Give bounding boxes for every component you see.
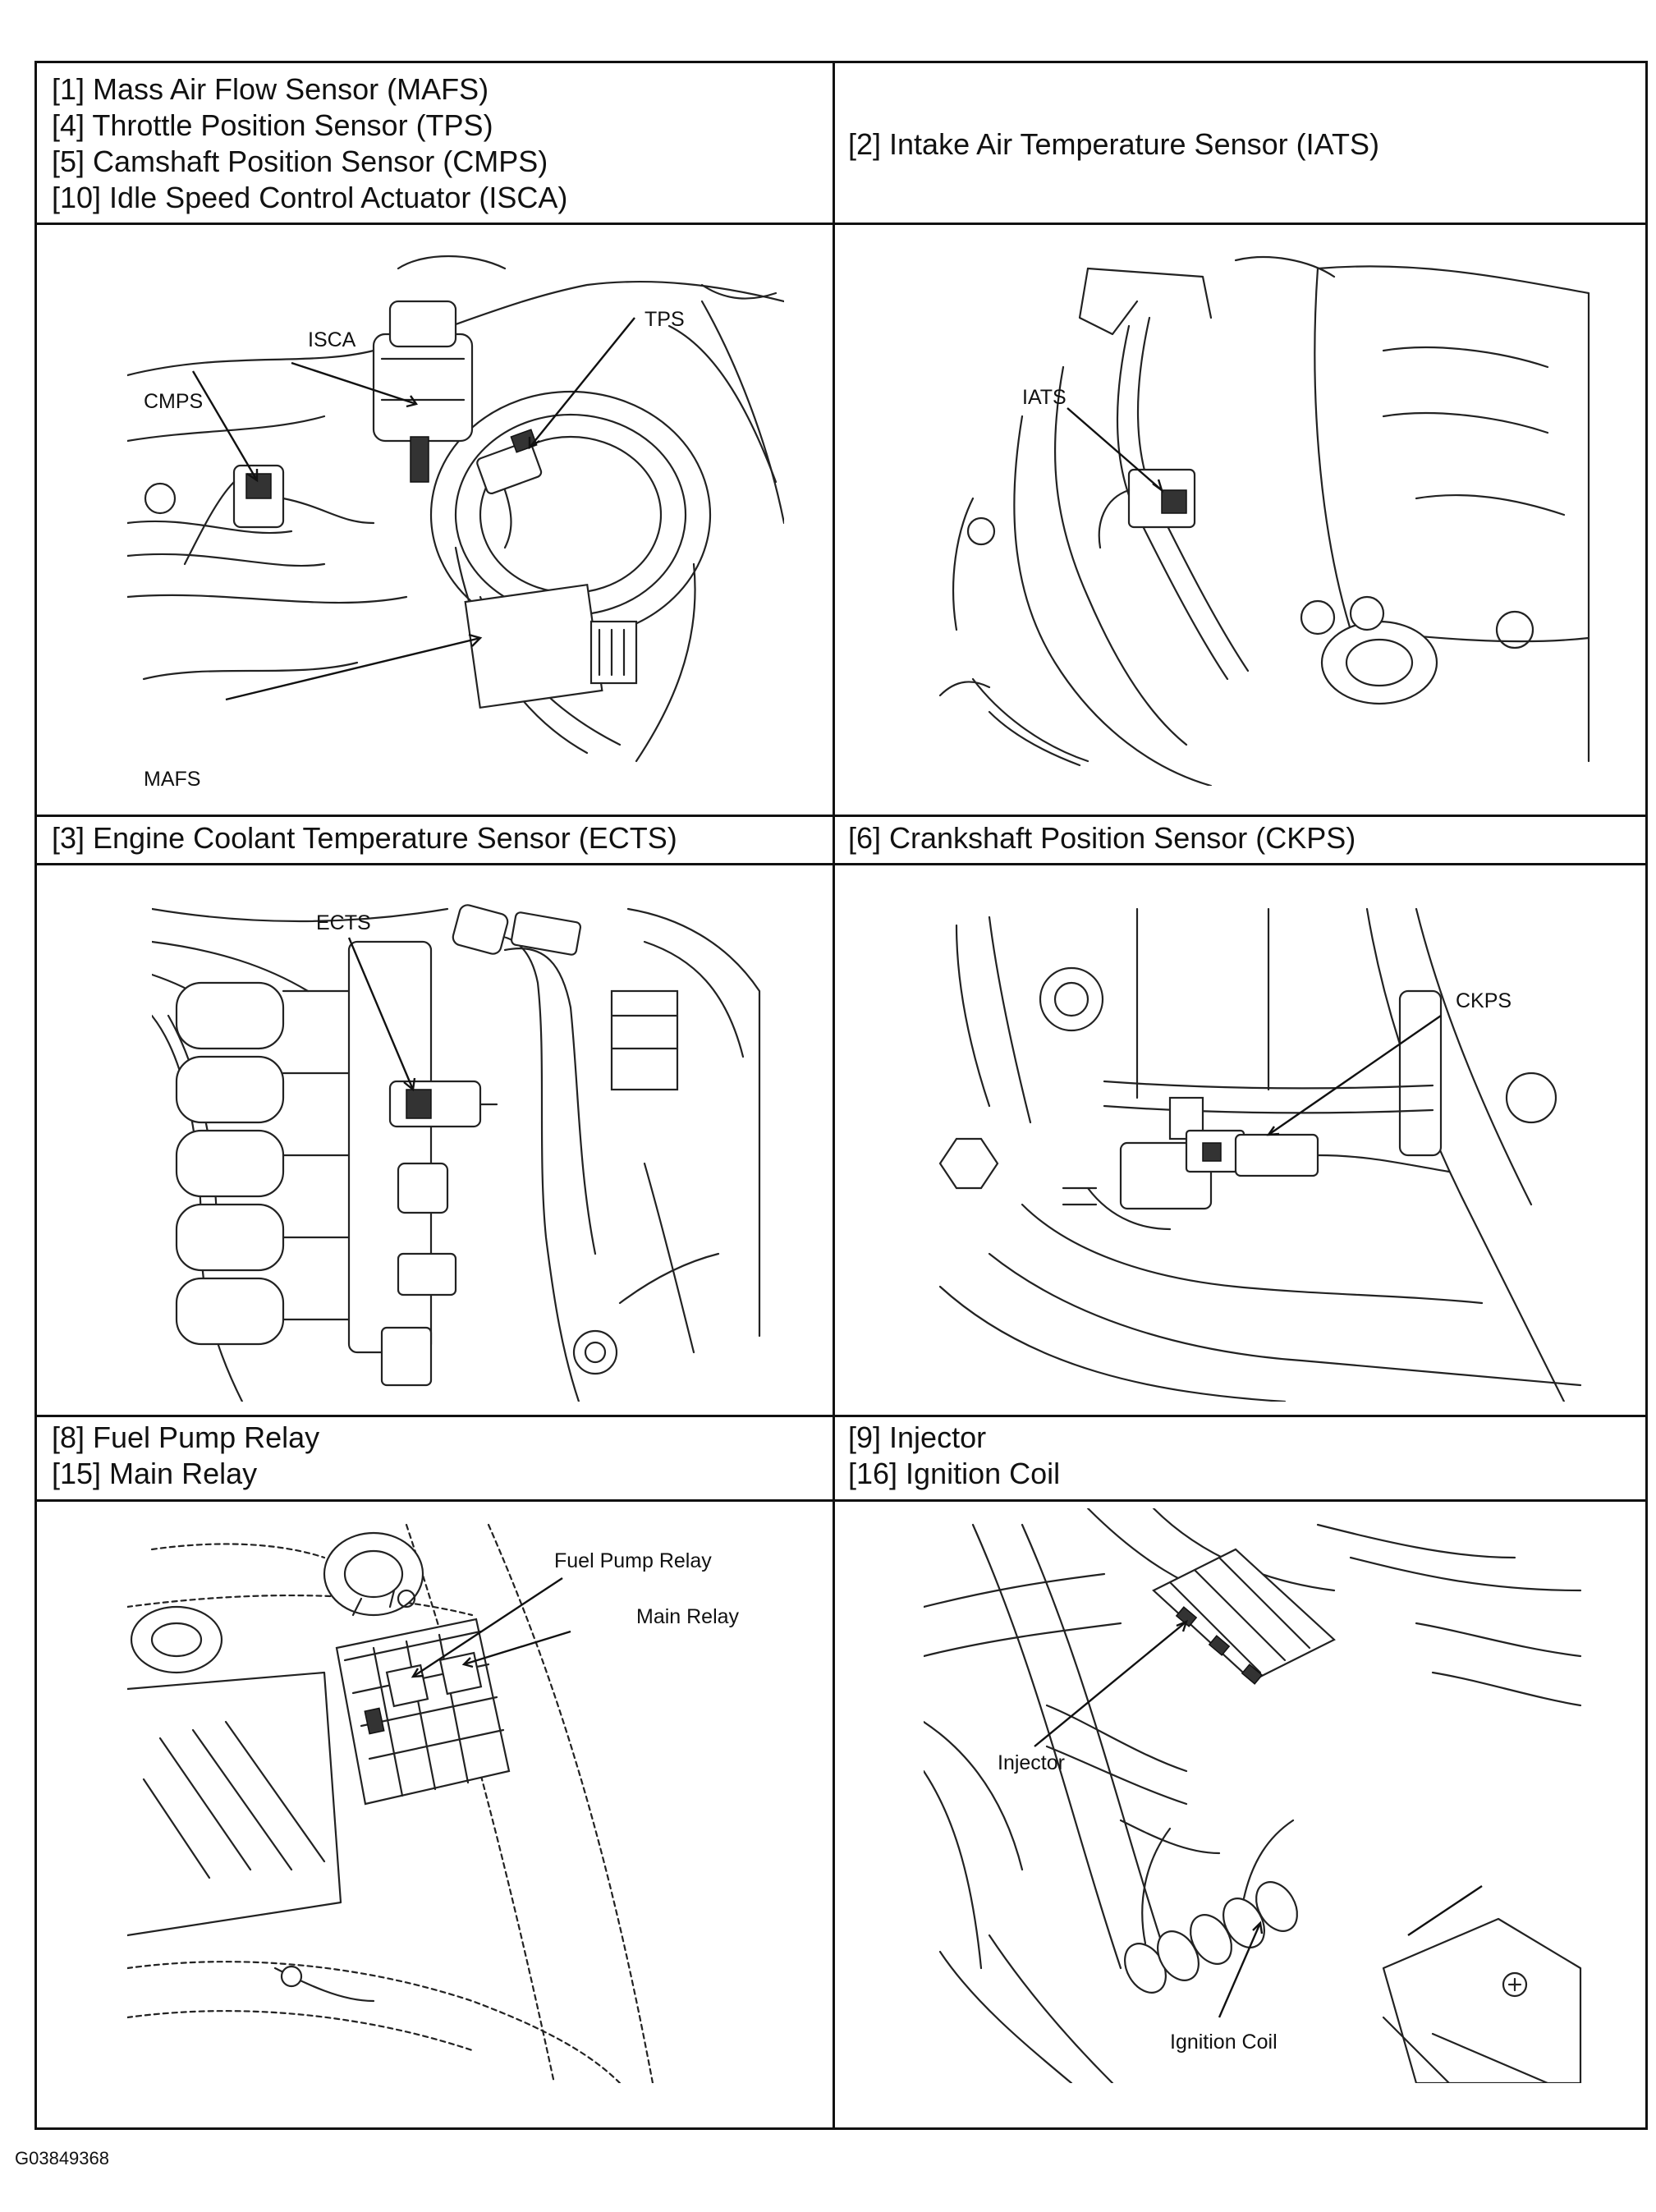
label-iats: IATS (1022, 386, 1067, 409)
figure-relay-box: Fuel Pump Relay Main Relay (127, 1508, 784, 2083)
caption-line: [3] Engine Coolant Temperature Sensor (E… (52, 821, 677, 855)
caption-line: [6] Crankshaft Position Sensor (CKPS) (848, 821, 1356, 855)
figure-ects: ECTS (152, 893, 792, 1402)
column-divider (833, 63, 835, 2127)
caption-cell-6: [9] Injector [16] Ignition Coil (848, 1420, 1060, 1492)
label-ckps: CKPS (1456, 989, 1512, 1012)
row-divider (37, 223, 1645, 225)
caption-line: [1] Mass Air Flow Sensor (MAFS) (52, 72, 489, 106)
caption-line: [5] Camshaft Position Sensor (CMPS) (52, 145, 548, 178)
label-cmps: CMPS (144, 390, 203, 413)
label-fuel-pump-relay: Fuel Pump Relay (554, 1549, 712, 1572)
figure-throttle-body-sensors: ISCA TPS CMPS MAFS (127, 252, 784, 786)
caption-cell-4: [6] Crankshaft Position Sensor (CKPS) (848, 820, 1356, 856)
figure-code: G03849368 (15, 2148, 109, 2168)
caption-line: [8] Fuel Pump Relay (52, 1420, 320, 1454)
caption-line: [10] Idle Speed Control Actuator (ISCA) (52, 181, 568, 214)
caption-line: [2] Intake Air Temperature Sensor (IATS) (848, 127, 1379, 161)
caption-line: [16] Ignition Coil (848, 1457, 1061, 1490)
caption-cell-1: [1] Mass Air Flow Sensor (MAFS) [4] Thro… (52, 71, 567, 216)
caption-line: [9] Injector (848, 1420, 987, 1454)
figure-injector-coil: Injector Ignition Coil (924, 1508, 1597, 2083)
caption-cell-5: [8] Fuel Pump Relay [15] Main Relay (52, 1420, 319, 1492)
row-divider (37, 863, 1645, 865)
caption-cell-3: [3] Engine Coolant Temperature Sensor (E… (52, 820, 677, 856)
caption-cell-2: [2] Intake Air Temperature Sensor (IATS) (848, 126, 1379, 163)
caption-line: [15] Main Relay (52, 1457, 258, 1490)
row-divider (37, 815, 1645, 817)
caption-line: [4] Throttle Position Sensor (TPS) (52, 108, 493, 142)
label-ignition-coil: Ignition Coil (1170, 2031, 1278, 2054)
label-isca: ISCA (308, 328, 356, 351)
label-ects: ECTS (316, 911, 371, 934)
figure-ckps: CKPS (907, 893, 1597, 1402)
label-tps: TPS (645, 308, 685, 331)
row-divider (37, 1499, 1645, 1502)
row-divider (37, 1415, 1645, 1417)
label-main-relay: Main Relay (636, 1605, 740, 1628)
label-mafs: MAFS (144, 768, 200, 786)
figure-iats: IATS (924, 252, 1597, 786)
label-injector: Injector (998, 1751, 1065, 1774)
diagram-sheet: [1] Mass Air Flow Sensor (MAFS) [4] Thro… (34, 61, 1648, 2130)
